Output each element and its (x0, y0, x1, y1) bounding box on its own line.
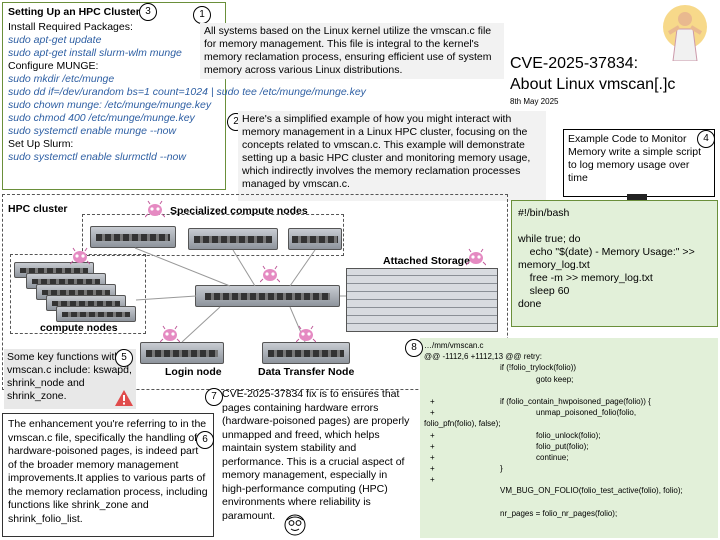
patch-text: continue; (536, 452, 568, 463)
patch-marker: + (430, 463, 435, 474)
face-icon (284, 514, 306, 536)
patch-line: + unmap_poisoned_folio(folio, (424, 407, 716, 418)
figure-icon (655, 3, 715, 61)
patch-line (424, 385, 716, 396)
patch-line: @@ -1112,6 +1112,13 @@ retry: (424, 351, 716, 362)
patch-line: …/mm/vmscan.c (424, 340, 716, 351)
patch-line: + if (folio_contain_hwpoisoned_page(folio… (424, 396, 716, 407)
patch-text: if (folio_contain_hwpoisoned_page(folio)… (500, 396, 651, 407)
patch-line: + (424, 474, 716, 485)
patch-text: VM_BUG_ON_FOLIO(folio_test_active(folio)… (500, 485, 683, 496)
patch-text: nr_pages = folio_nr_pages(folio); (500, 508, 617, 519)
script-line: sleep 60 (518, 285, 711, 298)
note-6: The enhancement you're referring to in t… (2, 413, 214, 537)
badge-5: 5 (115, 349, 133, 367)
note-4-text: Example Code to Monitor Memory write a s… (568, 133, 701, 184)
patch-line: folio_pfn(folio), false); (424, 418, 716, 429)
patch-text: folio_unlock(folio); (536, 430, 600, 441)
patch-marker: + (430, 474, 435, 485)
patch-marker: + (430, 396, 435, 407)
patch-line: VM_BUG_ON_FOLIO(folio_test_active(folio)… (424, 485, 716, 496)
patch-line: goto keep; (424, 374, 716, 385)
note-7: CVE-2025-37834 fix is to ensures that pa… (222, 388, 410, 534)
patch-marker: + (430, 441, 435, 452)
patch-line: + continue; (424, 452, 716, 463)
patch-line: if (!folio_trylock(folio)) (424, 362, 716, 373)
bug-icon (260, 265, 280, 283)
note-7-text: CVE-2025-37834 fix is to ensures that pa… (222, 388, 409, 522)
script-line: #!/bin/bash (518, 207, 711, 220)
badge-8: 8 (405, 339, 423, 357)
patch-line: + folio_put(folio); (424, 441, 716, 452)
page-date: 8th May 2025 (510, 97, 558, 106)
patch-text: folio_put(folio); (536, 441, 588, 452)
script-line (518, 220, 711, 233)
patch-line: +} (424, 463, 716, 474)
date-text: 8th May 2025 (510, 97, 558, 106)
bug-icon (145, 200, 165, 218)
page-title-line2: About Linux vmscan[.]c (510, 76, 675, 94)
warning-icon (114, 389, 134, 407)
note-6-text: The enhancement you're referring to in t… (8, 418, 208, 525)
bug-icon (70, 247, 90, 265)
patch-line: nr_pages = folio_nr_pages(folio); (424, 508, 716, 519)
bug-icon (160, 325, 180, 343)
script-line: memory_log.txt (518, 259, 711, 272)
note-4: Example Code to Monitor Memory write a s… (563, 129, 715, 197)
patch-text: folio_pfn(folio), false); (424, 418, 500, 429)
patch-text: unmap_poisoned_folio(folio, (536, 407, 636, 418)
patch-text: @@ -1112,6 +1112,13 @@ retry: (424, 351, 542, 362)
patch-text: } (500, 463, 503, 474)
connection-lines (0, 0, 510, 390)
patch-text: goto keep; (536, 374, 573, 385)
patch-marker: + (430, 452, 435, 463)
patch-line: + folio_unlock(folio); (424, 430, 716, 441)
script-box: #!/bin/bash while true; do echo "$(date)… (511, 200, 718, 327)
patch-marker: + (430, 430, 435, 441)
bug-icon (296, 325, 316, 343)
badge-7: 7 (205, 388, 223, 406)
script-line: free -m >> memory_log.txt (518, 272, 711, 285)
script-line: done (518, 298, 711, 311)
patch-text: …/mm/vmscan.c (424, 340, 484, 351)
bug-icon (466, 248, 486, 266)
badge-6: 6 (196, 431, 214, 449)
script-line: while true; do (518, 233, 711, 246)
patch-text: if (!folio_trylock(folio)) (500, 362, 576, 373)
script-line: echo "$(date) - Memory Usage:" >> (518, 246, 711, 259)
patch-marker: + (430, 407, 435, 418)
patch-code: …/mm/vmscan.c@@ -1112,6 +1112,13 @@ retr… (424, 340, 716, 519)
badge-4: 4 (697, 130, 715, 148)
page-title-line1: CVE-2025-37834: (510, 55, 638, 73)
patch-line (424, 497, 716, 508)
